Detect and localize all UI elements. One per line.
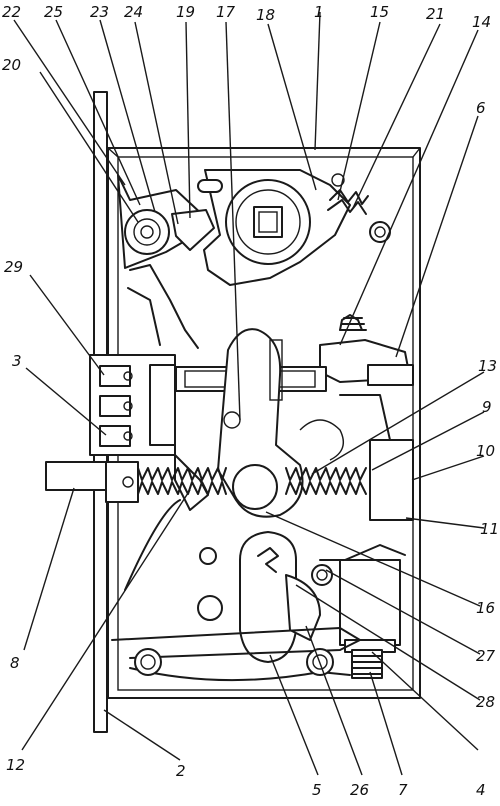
follower-lever: [217, 328, 304, 518]
callout-12: 12: [6, 756, 25, 774]
callout-2: 2: [176, 762, 186, 780]
callout-13: 13: [478, 357, 497, 375]
callout-27: 27: [476, 647, 496, 665]
callout-18: 18: [256, 6, 275, 24]
callout-6: 6: [476, 99, 486, 117]
callout-17: 17: [216, 3, 236, 21]
callout-26: 26: [350, 781, 369, 799]
callout-24: 24: [124, 3, 143, 21]
callout-5: 5: [312, 781, 322, 799]
callout-22: 22: [2, 3, 21, 21]
cylinder-cam: [239, 531, 321, 663]
latch-lever-assembly: [117, 174, 215, 349]
callout-3: 3: [12, 352, 22, 370]
callout-7: 7: [398, 781, 408, 799]
lower-assembly: [197, 544, 406, 679]
spring-13: [285, 467, 367, 495]
callout-9: 9: [482, 398, 492, 416]
latch-bolt: [45, 461, 227, 503]
lower-rail: [111, 499, 361, 682]
callout-19: 19: [176, 3, 195, 21]
screw-upper: [369, 221, 391, 243]
spindle-hub: [197, 169, 351, 286]
callout-25: 25: [44, 3, 63, 21]
callout-labels: 22 25 23 24 19 17 18 1 15 21 14 20 6 29 …: [2, 3, 499, 799]
callout-4: 4: [476, 781, 486, 799]
spring-21: [327, 189, 369, 215]
callout-14: 14: [472, 13, 491, 31]
callout-11: 11: [480, 520, 499, 538]
callout-1: 1: [314, 3, 324, 21]
callout-29: 29: [4, 258, 23, 276]
callout-21: 21: [426, 5, 445, 23]
deadbolt: [89, 354, 327, 511]
leader-lines: [13, 11, 485, 776]
callout-23: 23: [90, 3, 109, 21]
callout-10: 10: [476, 442, 495, 460]
guide-block: [299, 394, 414, 521]
callout-28: 28: [476, 693, 495, 711]
callout-16: 16: [476, 599, 495, 617]
callout-8: 8: [10, 654, 20, 672]
callout-15: 15: [370, 3, 389, 21]
callout-20: 20: [2, 56, 21, 74]
